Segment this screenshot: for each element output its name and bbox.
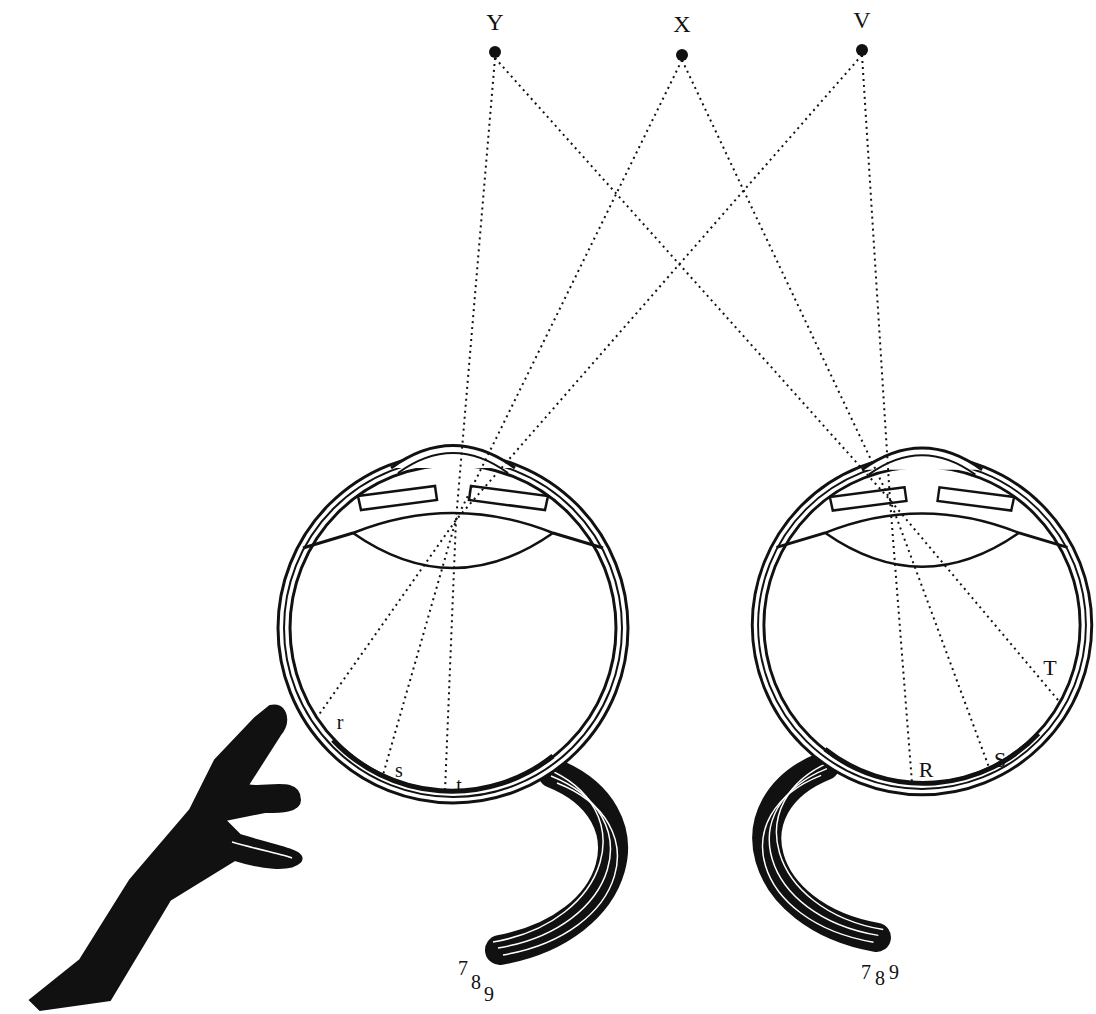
ray [383, 60, 682, 775]
point-label: V [853, 8, 870, 32]
light-rays [318, 55, 1058, 791]
nerve-fibre-number: 8 [471, 972, 481, 992]
nerve-fibre-number: 9 [484, 984, 494, 1004]
point [489, 46, 501, 58]
left-eye [278, 446, 628, 956]
retina-point-label: S [994, 749, 1006, 771]
retina-point-label: t [456, 775, 462, 795]
ray [445, 58, 495, 791]
point [676, 49, 688, 61]
ray [318, 55, 862, 716]
right-eye [752, 448, 1092, 942]
ray [495, 58, 1058, 700]
retina-point-label: s [395, 760, 403, 780]
retina-point-label: R [919, 759, 934, 781]
nerve-fibre-number: 8 [875, 968, 885, 988]
retina-point-label: T [1043, 657, 1056, 679]
hand-detail [232, 842, 292, 858]
point [856, 44, 868, 56]
ray [862, 55, 912, 783]
nerve-fibre-number: 9 [889, 962, 899, 982]
hand [30, 705, 302, 1010]
point-label: Y [486, 10, 503, 34]
nerve-fibre-number: 7 [861, 962, 871, 982]
retina-point-label: r [337, 712, 344, 732]
nerve-fibre-number: 7 [458, 958, 468, 978]
object-points [489, 44, 868, 61]
ray [682, 60, 990, 770]
point-label: X [673, 12, 690, 36]
